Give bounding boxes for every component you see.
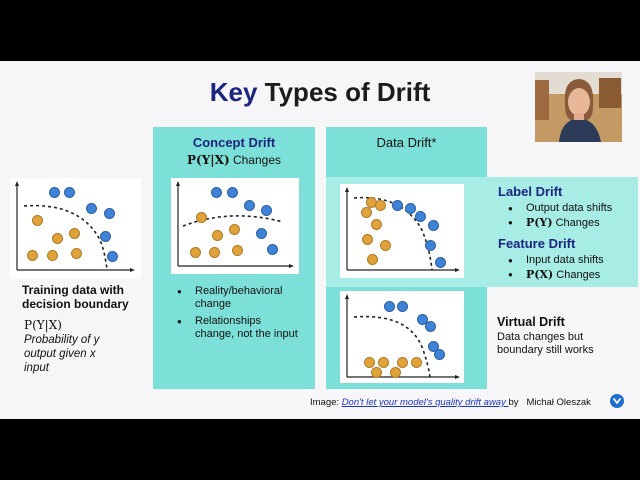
concept-axes xyxy=(176,181,294,268)
presenter-video xyxy=(535,72,622,142)
data-point xyxy=(86,203,97,214)
training-formula: P(Y|X) xyxy=(24,318,62,332)
data-point xyxy=(417,314,428,325)
logo-icon xyxy=(610,394,624,408)
concept-formula-suffix: Changes xyxy=(229,153,281,167)
data-point xyxy=(244,200,255,211)
data-point xyxy=(425,240,436,251)
data-point xyxy=(380,240,391,251)
data-point xyxy=(375,200,386,211)
data-point xyxy=(190,247,201,258)
data-point xyxy=(27,250,38,261)
feature-bullet: Input data shifts xyxy=(504,254,638,267)
virtual-drift-desc: Data changes but boundary still works xyxy=(497,331,594,356)
image-credit: Image: Don't let your model's quality dr… xyxy=(310,397,591,408)
slide: Key Types of Drift xyxy=(0,61,640,419)
concept-bullet: Reality/behavioral change xyxy=(173,285,303,311)
data-point xyxy=(209,247,220,258)
concept-drift-formula: P(Y|X) Changes xyxy=(153,153,315,167)
label-drift-title: Label Drift xyxy=(498,184,563,199)
virtual-axes xyxy=(345,294,460,379)
data-point xyxy=(411,357,422,368)
data-point xyxy=(405,203,416,214)
slide-title: Key Types of Drift xyxy=(0,77,640,108)
credit-link[interactable]: Don't let your model's quality drift awa… xyxy=(341,397,509,408)
data-point xyxy=(229,224,240,235)
feature-bullet: P(X) Changes xyxy=(504,268,638,282)
label-axes xyxy=(345,187,460,272)
data-point xyxy=(364,357,375,368)
credit-author: Michał Oleszak xyxy=(526,397,591,408)
title-rest: Types of Drift xyxy=(257,77,431,107)
virtual-drift-title: Virtual Drift xyxy=(497,315,565,329)
data-point xyxy=(397,357,408,368)
credit-by: by xyxy=(508,397,519,408)
data-point xyxy=(47,250,58,261)
data-point xyxy=(434,349,445,360)
virtual-drift-chart xyxy=(340,291,464,383)
training-caption: Training data with decision boundary xyxy=(22,283,129,311)
label-drift-chart xyxy=(340,184,464,278)
label-formula-suffix: Changes xyxy=(552,217,600,229)
feature-formula-suffix: Changes xyxy=(553,269,601,281)
data-point xyxy=(212,230,223,241)
concept-drift-bullets: Reality/behavioral change Relationships … xyxy=(173,285,303,341)
data-point xyxy=(371,367,382,378)
data-point xyxy=(196,212,207,223)
feature-drift-title: Feature Drift xyxy=(498,236,576,251)
data-point xyxy=(211,187,222,198)
data-point xyxy=(32,215,43,226)
label-drift-bullets: Output data shifts P(Y) Changes xyxy=(504,202,638,230)
concept-drift-title: Concept Drift xyxy=(192,135,276,150)
training-formula-desc: Probability of y output given x input xyxy=(24,334,100,374)
data-point xyxy=(435,257,446,268)
data-point xyxy=(52,233,63,244)
concept-drift-panel: Concept Drift P(Y|X) Changes R xyxy=(153,127,315,389)
data-point xyxy=(361,207,372,218)
data-point xyxy=(415,211,426,222)
data-point xyxy=(107,251,118,262)
label-formula: P(Y) xyxy=(526,216,553,229)
data-point xyxy=(390,367,401,378)
data-point xyxy=(428,341,439,352)
data-point xyxy=(378,357,389,368)
data-point xyxy=(384,301,395,312)
data-point xyxy=(261,205,272,216)
training-data-chart xyxy=(10,178,141,279)
data-point xyxy=(367,254,378,265)
data-point xyxy=(69,228,80,239)
data-point xyxy=(100,231,111,242)
data-point xyxy=(267,244,278,255)
data-point xyxy=(392,200,403,211)
data-point xyxy=(49,187,60,198)
data-point xyxy=(362,234,373,245)
label-bullet: P(Y) Changes xyxy=(504,216,638,230)
concept-drift-chart xyxy=(171,178,299,274)
data-point xyxy=(428,220,439,231)
training-axes xyxy=(15,181,135,272)
data-drift-title: Data Drift* xyxy=(376,135,437,150)
title-accent: Key xyxy=(209,77,258,107)
data-point xyxy=(71,248,82,259)
feature-formula: P(X) xyxy=(526,268,554,281)
data-point xyxy=(371,219,382,230)
label-bullet: Output data shifts xyxy=(504,202,638,215)
data-point xyxy=(64,187,75,198)
data-point xyxy=(425,321,436,332)
concept-formula: P(Y|X) xyxy=(187,153,230,167)
data-point xyxy=(397,301,408,312)
data-point xyxy=(104,208,115,219)
data-point xyxy=(227,187,238,198)
credit-prefix: Image: xyxy=(310,397,342,408)
concept-bullet: Relationships change, not the input xyxy=(173,315,303,341)
feature-drift-bullets: Input data shifts P(X) Changes xyxy=(504,254,638,282)
data-point xyxy=(232,245,243,256)
data-point xyxy=(256,228,267,239)
